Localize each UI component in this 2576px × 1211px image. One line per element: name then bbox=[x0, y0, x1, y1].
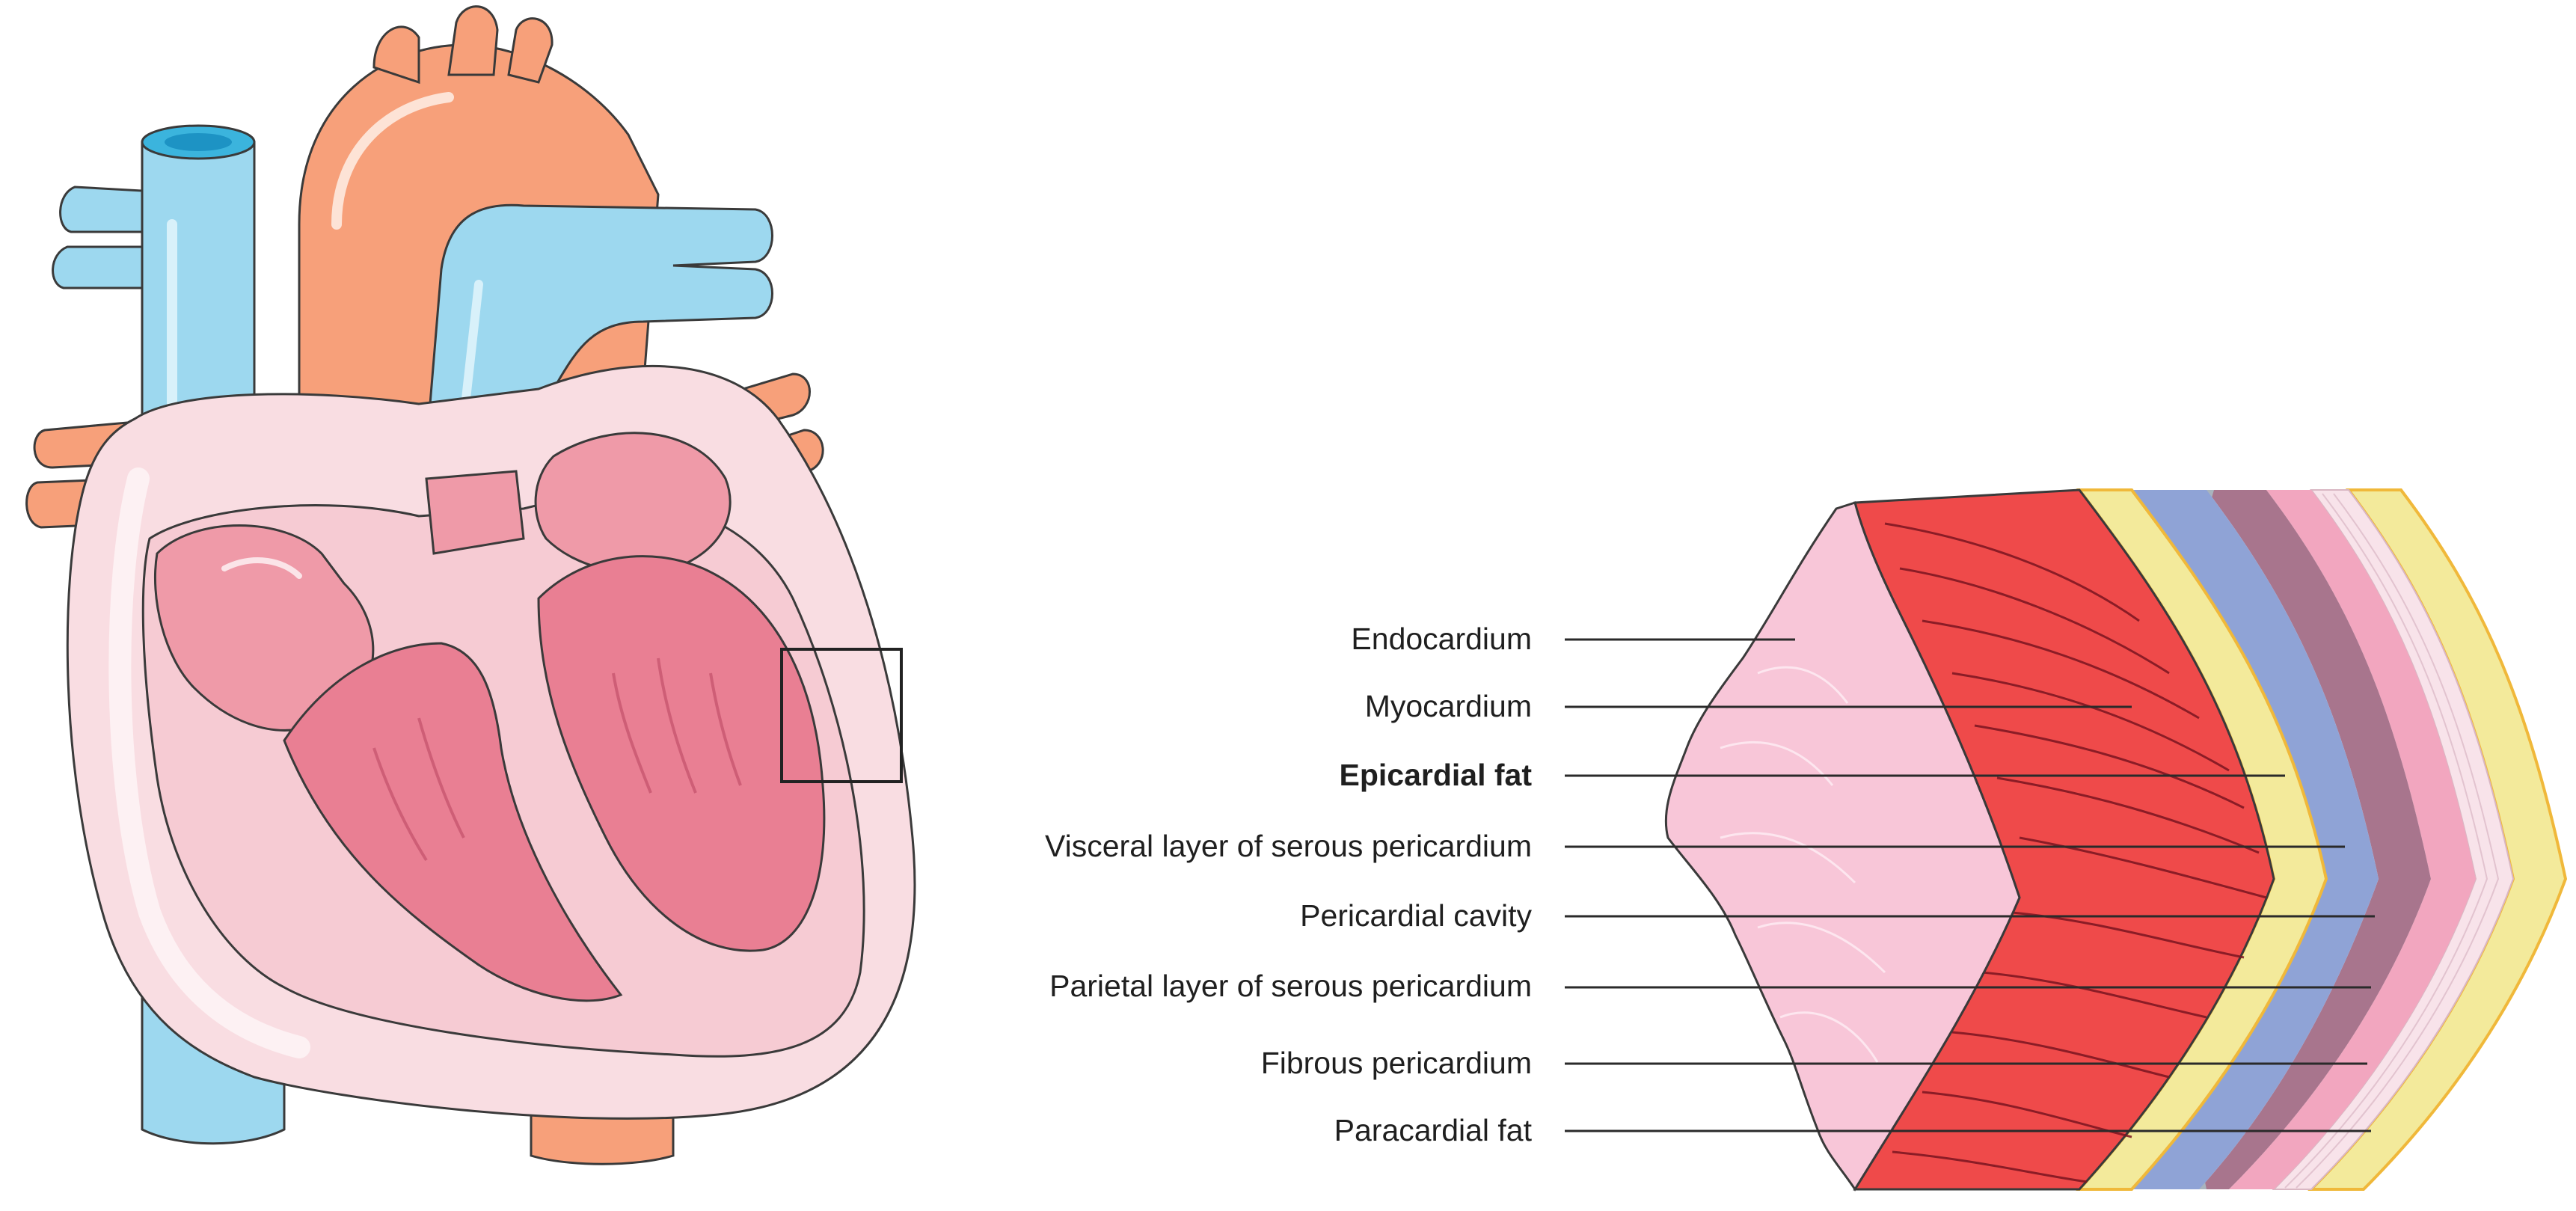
layer-cross-section bbox=[1664, 488, 2568, 1192]
label-endocardium: Endocardium bbox=[1351, 622, 1795, 656]
left-atrium bbox=[534, 432, 732, 574]
label-epicardial-fat: Epicardial fat bbox=[1340, 758, 2285, 792]
label-visceral-layer: Visceral layer of serous pericardium bbox=[1045, 829, 2345, 863]
label-pericardial-cavity: Pericardial cavity bbox=[1300, 898, 2375, 933]
label-text-visceral-layer: Visceral layer of serous pericardium bbox=[1045, 829, 1532, 863]
layer-parietal-serous bbox=[2229, 490, 2476, 1189]
layer-pericardial-cavity bbox=[2199, 490, 2431, 1189]
label-text-fibrous-pericardium: Fibrous pericardium bbox=[1261, 1046, 1532, 1080]
label-text-endocardium: Endocardium bbox=[1351, 622, 1532, 656]
label-text-myocardium: Myocardium bbox=[1365, 689, 1532, 723]
heart-illustration bbox=[25, 5, 916, 1165]
label-paracardial-fat: Paracardial fat bbox=[1334, 1113, 2371, 1147]
label-text-paracardial-fat: Paracardial fat bbox=[1334, 1113, 1533, 1147]
layer-visceral-serous bbox=[2132, 490, 2379, 1189]
label-text-epicardial-fat: Epicardial fat bbox=[1340, 758, 1533, 792]
label-myocardium: Myocardium bbox=[1365, 689, 2132, 723]
right-ventricle bbox=[283, 642, 623, 1002]
label-text-pericardial-cavity: Pericardial cavity bbox=[1300, 898, 1532, 933]
zoom-region-box bbox=[780, 648, 903, 783]
labels: Endocardium Myocardium Epicardial fat Vi… bbox=[1045, 622, 2375, 1147]
label-text-parietal-layer: Parietal layer of serous pericardium bbox=[1049, 969, 1532, 1003]
label-fibrous-pericardium: Fibrous pericardium bbox=[1261, 1046, 2367, 1080]
label-parietal-layer: Parietal layer of serous pericardium bbox=[1049, 969, 2371, 1003]
